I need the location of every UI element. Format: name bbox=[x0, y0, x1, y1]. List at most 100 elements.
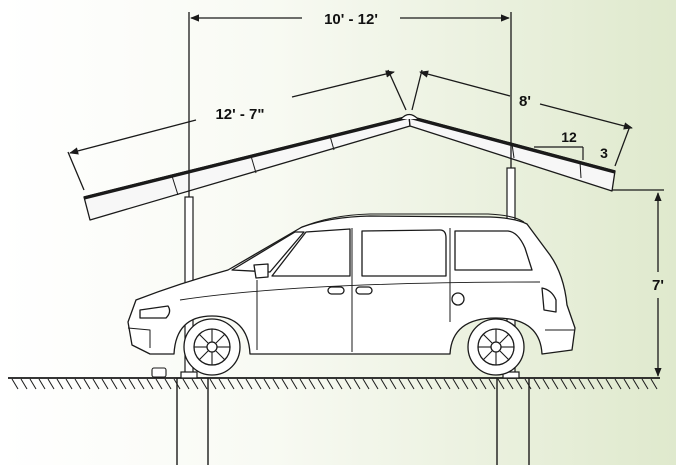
ground-hatch bbox=[317, 378, 325, 390]
ground-hatch bbox=[479, 378, 487, 390]
ground-hatch bbox=[569, 378, 577, 390]
ground-hatch bbox=[596, 378, 604, 390]
footing-right bbox=[496, 378, 530, 465]
ground-hatch bbox=[164, 378, 172, 390]
ground-hatch bbox=[263, 378, 271, 390]
label-pitch-run: 12 bbox=[561, 129, 577, 145]
ground-hatch bbox=[452, 378, 460, 390]
label-rafter-length: 12' - 7" bbox=[215, 106, 264, 123]
ground-hatch bbox=[407, 378, 415, 390]
ground-hatch bbox=[632, 378, 640, 390]
headlight bbox=[139, 305, 171, 319]
ground-hatch bbox=[281, 378, 289, 390]
ground-hatch bbox=[128, 378, 136, 390]
ground-hatch bbox=[191, 378, 199, 390]
dimension-half-span bbox=[411, 69, 633, 167]
ground-hatch bbox=[308, 378, 316, 390]
ground-hatch bbox=[209, 378, 217, 390]
ground bbox=[8, 377, 660, 390]
ground-hatch bbox=[290, 378, 298, 390]
ground-hatch bbox=[38, 378, 46, 390]
ground-hatch bbox=[335, 378, 343, 390]
ground-hatch bbox=[74, 378, 82, 390]
ground-hatch bbox=[515, 378, 523, 390]
door-handle bbox=[355, 286, 373, 295]
ground-hatch bbox=[119, 378, 127, 390]
ground-hatch bbox=[497, 378, 505, 390]
ground-hatch bbox=[182, 378, 190, 390]
ground-hatch bbox=[137, 378, 145, 390]
ground-hatch bbox=[65, 378, 73, 390]
label-pitch-rise: 3 bbox=[600, 145, 608, 161]
fuel-cap bbox=[451, 292, 465, 306]
dimension-eave-height bbox=[612, 189, 664, 377]
ground-hatch bbox=[389, 378, 397, 390]
ground-hatch bbox=[524, 378, 532, 390]
ground-hatch bbox=[425, 378, 433, 390]
ground-hatch bbox=[83, 378, 91, 390]
ground-hatch bbox=[20, 378, 28, 390]
ground-hatch bbox=[371, 378, 379, 390]
side-mirror bbox=[253, 263, 269, 279]
dimension-post-spacing bbox=[188, 12, 512, 197]
ground-hatch bbox=[326, 378, 334, 390]
ground-hatch bbox=[254, 378, 262, 390]
pitch-indicator bbox=[534, 146, 584, 160]
ground-hatch bbox=[299, 378, 307, 390]
ground-marker bbox=[151, 367, 167, 378]
ground-hatch bbox=[227, 378, 235, 390]
ground-hatch bbox=[362, 378, 370, 390]
ground-hatch bbox=[101, 378, 109, 390]
ground-hatch bbox=[434, 378, 442, 390]
ground-hatch bbox=[380, 378, 388, 390]
tail-light bbox=[541, 287, 557, 313]
ground-hatch bbox=[398, 378, 406, 390]
ground-hatch bbox=[146, 378, 154, 390]
ground-hatch bbox=[533, 378, 541, 390]
ground-hatch bbox=[110, 378, 118, 390]
ground-hatch bbox=[92, 378, 100, 390]
ground-hatch bbox=[650, 378, 658, 390]
ground-hatch bbox=[272, 378, 280, 390]
ground-hatch bbox=[29, 378, 37, 390]
ground-hatch bbox=[506, 378, 514, 390]
ground-hatch bbox=[56, 378, 64, 390]
ground-hatch bbox=[218, 378, 226, 390]
label-half-span: 8' bbox=[519, 93, 531, 110]
label-post-spacing: 10' - 12' bbox=[324, 11, 378, 28]
ground-hatch bbox=[542, 378, 550, 390]
ground-hatch bbox=[353, 378, 361, 390]
ground-hatch bbox=[578, 378, 586, 390]
ground-hatch bbox=[488, 378, 496, 390]
ground-hatch bbox=[11, 378, 19, 390]
ground-hatch bbox=[236, 378, 244, 390]
middle-window bbox=[361, 229, 447, 277]
rear-wheel bbox=[467, 318, 525, 376]
ground-hatch bbox=[614, 378, 622, 390]
front-window bbox=[271, 228, 351, 277]
ground-hatch bbox=[470, 378, 478, 390]
ground-hatch bbox=[461, 378, 469, 390]
ground-hatch bbox=[587, 378, 595, 390]
minivan bbox=[127, 213, 576, 376]
ground-hatch bbox=[443, 378, 451, 390]
ground-hatch bbox=[344, 378, 352, 390]
ground-hatch bbox=[560, 378, 568, 390]
door-handle bbox=[327, 286, 345, 295]
ground-hatch bbox=[623, 378, 631, 390]
ground-hatch bbox=[605, 378, 613, 390]
ground-hatch bbox=[416, 378, 424, 390]
footing-left bbox=[176, 378, 209, 465]
ground-hatch bbox=[200, 378, 208, 390]
ground-hatch bbox=[155, 378, 163, 390]
ground-hatch bbox=[641, 378, 649, 390]
label-eave-height: 7' bbox=[652, 277, 664, 294]
ground-hatch bbox=[47, 378, 55, 390]
roof bbox=[83, 113, 616, 221]
ground-hatch bbox=[551, 378, 559, 390]
rear-window bbox=[454, 230, 533, 271]
ground-hatch bbox=[245, 378, 253, 390]
front-wheel bbox=[183, 318, 241, 376]
dimension-rafter-length bbox=[67, 69, 407, 191]
